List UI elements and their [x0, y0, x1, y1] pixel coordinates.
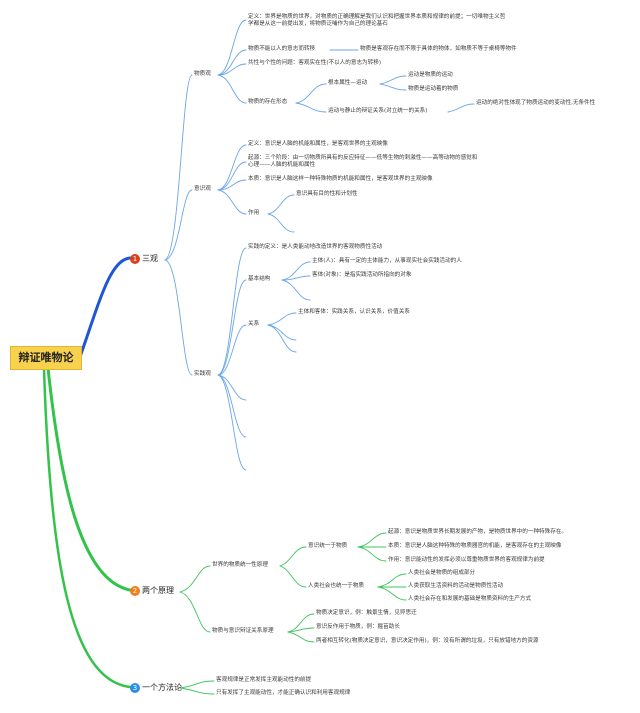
node-wuzhi-concrete[interactable]: 物质是客观存在而不限于具体的物体，如物质不等于桌椅等物件: [360, 46, 517, 52]
node-wuzhi-def[interactable]: 定义：世界是物质的世界，对物质的正确理解是我们认识和把握世界本质和规律的前提；一…: [248, 14, 506, 28]
branch-label: 两个原理: [142, 586, 174, 595]
node-yishi-purpose[interactable]: 意识具有目的性和计划性: [296, 191, 358, 197]
node-yishi-def[interactable]: 定义：意识是人脑的机能和属性，是客观世界的主观映像: [248, 141, 388, 147]
node-wuzhi-attr[interactable]: 根本属性—运动: [328, 80, 368, 86]
node-wuzhi-absolute[interactable]: 运动的绝对性体现了物质运动的变动性,无条件性: [476, 100, 596, 106]
node-shijian-object[interactable]: 客体(对象)：是指实践活动所指向的对象: [312, 272, 412, 278]
node-shijian-subject[interactable]: 主体(人)：具有一定的主体能力，从事现实社会实践活动的人: [312, 258, 462, 264]
node-dialectic-principle[interactable]: 物质与意识辩证关系原理: [212, 628, 274, 634]
node-wuzhiguan[interactable]: 物质观: [194, 71, 211, 77]
node-yishi-essence[interactable]: 本质：意识是人脑这样一种特殊物质的机能和属性，是客观世界的主观映像: [248, 176, 433, 182]
root-node[interactable]: 辩证唯物论: [10, 346, 82, 370]
node-soc3[interactable]: 人类社会存在和发展的基础是物质资料的生产方式: [408, 596, 532, 602]
node-shijian-relation[interactable]: 关系: [248, 321, 260, 327]
badge-1: 1: [130, 253, 140, 264]
node-shijian-def[interactable]: 实践的定义：是人类能动地改造世界的客观物质性活动: [248, 244, 383, 250]
node-wuzhi-common[interactable]: 共性与个性的问题：客观实在性(不以人的意志为转移): [248, 60, 382, 66]
node-unity-yishi[interactable]: 意识统一于物质: [308, 543, 348, 549]
node-method2[interactable]: 只有发挥了主观能动性，才能正确认识和利用客观规律: [216, 690, 351, 696]
node-soc1[interactable]: 人类社会是物质的组成部分: [408, 570, 476, 576]
node-wuzhi-exist[interactable]: 物质的存在形态: [248, 99, 288, 105]
badge-2: 2: [130, 585, 140, 596]
node-soc2[interactable]: 人类获取生活资料的活动是物质性活动: [408, 583, 504, 589]
node-d1[interactable]: 物质决定意识，例：触景生情，见异思迁: [316, 610, 417, 616]
node-wuzhi-not-change[interactable]: 物质不能以人的意志而转移: [248, 46, 316, 52]
node-p-origin[interactable]: 起源：意识是物质世界长期发展的产物，是物质世界中的一种特殊存在。: [388, 529, 568, 535]
node-p-essence[interactable]: 本质：意识是人脑这种特殊的物质器官的机能，是客观存在的主观映像: [388, 543, 562, 549]
node-yishi-origin[interactable]: 起源：三个阶段：由一切物质所具有的反应特征——低等生物的刺激性——高等动物的感觉…: [248, 155, 478, 169]
badge-3: 3: [130, 682, 140, 693]
node-unity-principle[interactable]: 世界的物质统一性原理: [212, 562, 268, 568]
branch-label: 一个方法论: [142, 683, 182, 692]
node-society[interactable]: 人类社会也统一于物质: [308, 583, 364, 589]
node-method1[interactable]: 客观规律是正常发挥主观能动性的前提: [216, 677, 312, 683]
node-d2[interactable]: 意识反作用于物质，例：揠苗助长: [316, 624, 400, 630]
branch-label: 三观: [142, 254, 158, 263]
node-wuzhi-move1[interactable]: 运动是物质的运动: [408, 72, 453, 78]
node-shijian-structure[interactable]: 基本结构: [248, 276, 271, 282]
node-wuzhi-move2[interactable]: 物质是运动着的物质: [408, 86, 459, 92]
node-p-role[interactable]: 作用：意识能动性的发挥必须以尊重物质世界的客观规律为前提: [388, 557, 545, 563]
node-d3[interactable]: 两者相互转化(物质决定意识，意识决定作用)，例：没有所谓的垃圾，只有放错地方的资…: [316, 638, 539, 644]
node-shijianguan[interactable]: 实践观: [194, 371, 211, 377]
node-yishi-role[interactable]: 作用: [248, 210, 260, 216]
node-wuzhi-dialectic[interactable]: 运动与静止的辩证关系(对立统一的关系): [328, 108, 428, 114]
node-shijian-relations[interactable]: 主体和客体：实践关系，认识关系，价值关系: [298, 309, 410, 315]
node-yishiguan[interactable]: 意识观: [194, 186, 211, 192]
